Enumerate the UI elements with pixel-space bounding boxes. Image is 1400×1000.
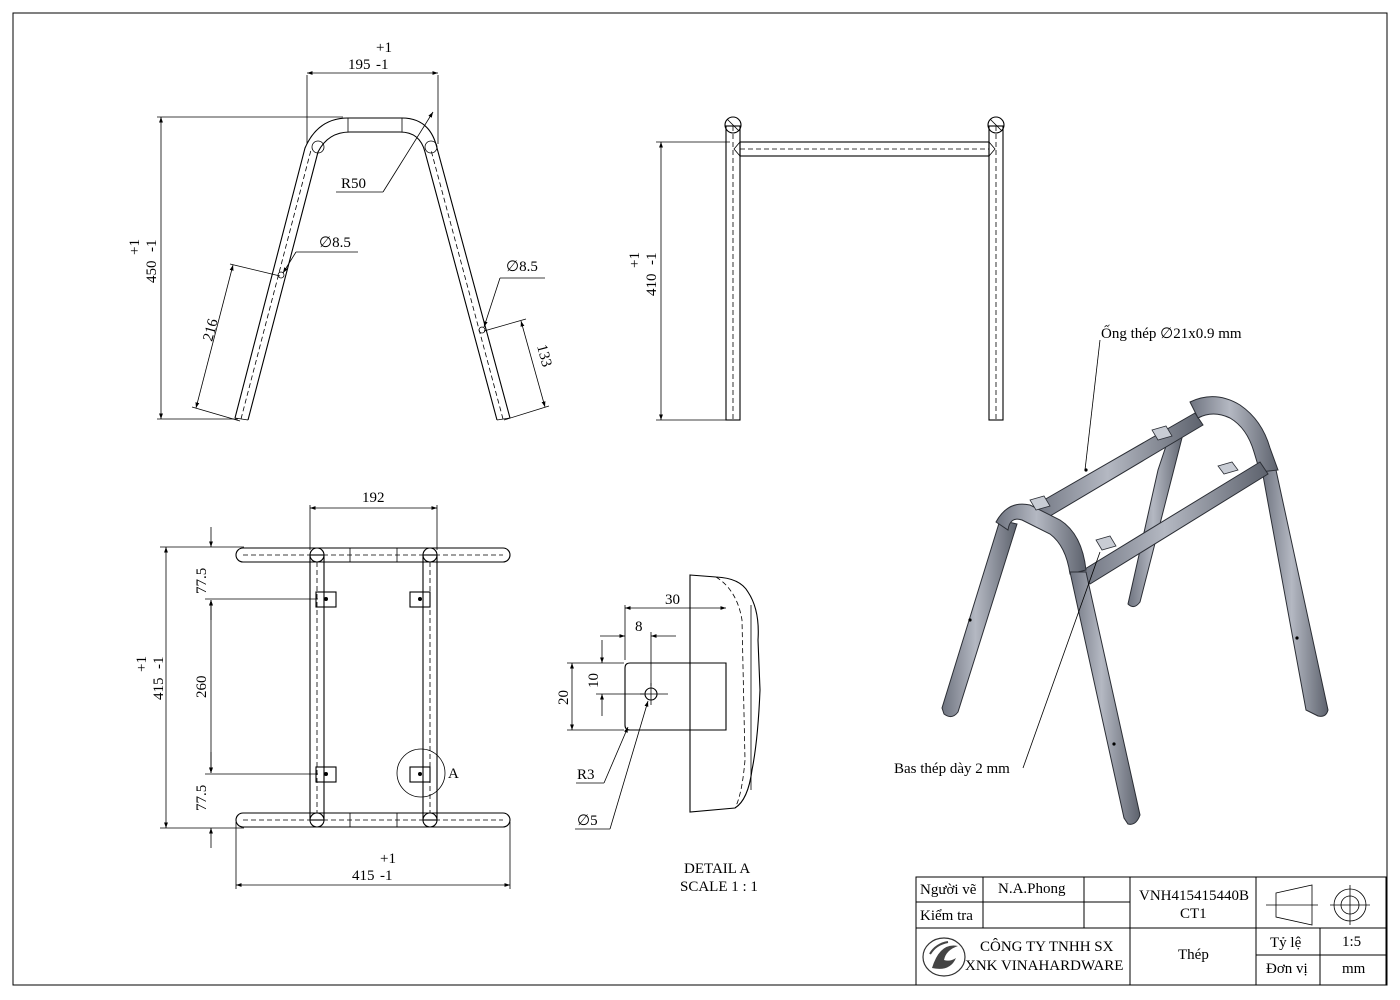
iso-tube-callout: Ống thép ∅21x0.9 mm bbox=[1101, 324, 1242, 342]
side-height-lower-tol: -1 bbox=[644, 253, 660, 266]
checked-label: Kiểm tra bbox=[920, 908, 973, 924]
detail-a-marker-label[interactable]: A bbox=[448, 766, 459, 782]
front-height-lower-tol: -1 bbox=[144, 240, 160, 253]
iso-plate-callout: Bas thép dày 2 mm bbox=[894, 761, 1010, 777]
company-name-line1: CÔNG TY TNHH SX bbox=[980, 938, 1114, 955]
scale-label: Tỷ lệ bbox=[1270, 935, 1302, 951]
sheet-border bbox=[12, 12, 1388, 986]
top-length-lower-tol: -1 bbox=[380, 868, 393, 884]
front-height-value: 450 bbox=[144, 261, 160, 284]
front-width-value: 195 bbox=[348, 57, 371, 73]
front-width-lower-tol: -1 bbox=[376, 57, 389, 73]
front-bend-radius: R50 bbox=[341, 176, 366, 192]
material: Thép bbox=[1178, 947, 1209, 963]
top-inner-width: 192 bbox=[362, 490, 385, 506]
unit-value: mm bbox=[1342, 961, 1366, 977]
scale-value: 1:5 bbox=[1342, 934, 1361, 950]
top-length-upper-tol: +1 bbox=[380, 851, 396, 867]
front-width-upper-tol: +1 bbox=[376, 40, 392, 56]
detail-a-view: 30 8 20 10 R3 ∅5 DETAIL A SCALE 1 : 1 bbox=[556, 574, 761, 895]
detail-hole: ∅5 bbox=[577, 813, 598, 829]
top-view: A 192 +1 415 -1 77.5 260 77.5 +1 415 -1 bbox=[134, 490, 511, 889]
top-length-value: 415 bbox=[352, 868, 375, 884]
top-depth-lower-tol: -1 bbox=[151, 657, 167, 670]
part-sub: CT1 bbox=[1180, 906, 1207, 922]
detail-dim-8: 8 bbox=[635, 619, 643, 635]
front-view: +1 195 -1 +1 450 -1 R50 ∅8.5 ∅8.5 216 13… bbox=[127, 40, 554, 422]
projection-symbol-icon bbox=[1266, 884, 1370, 926]
detail-dim-30: 30 bbox=[665, 592, 680, 608]
isometric-view: Ống thép ∅21x0.9 mm Bas thép dày 2 mm bbox=[894, 324, 1329, 825]
top-edge-spacing-top: 77.5 bbox=[194, 568, 210, 594]
top-middle-spacing: 260 bbox=[194, 676, 210, 699]
company-logo-icon bbox=[922, 937, 966, 977]
top-edge-spacing-bottom: 77.5 bbox=[194, 785, 210, 811]
front-hole-left-height: 216 bbox=[200, 317, 221, 343]
side-height-upper-tol: +1 bbox=[627, 252, 643, 268]
detail-scale: SCALE 1 : 1 bbox=[680, 879, 758, 895]
top-depth-value: 415 bbox=[151, 678, 167, 701]
top-depth-upper-tol: +1 bbox=[134, 656, 150, 672]
side-view: +1 410 -1 bbox=[627, 116, 1005, 421]
drawn-by-name: N.A.Phong bbox=[998, 881, 1066, 897]
detail-a-marker-circle[interactable] bbox=[396, 748, 446, 798]
front-height-upper-tol: +1 bbox=[127, 239, 143, 255]
detail-dim-10: 10 bbox=[586, 673, 602, 688]
detail-dim-20: 20 bbox=[556, 690, 572, 705]
detail-radius: R3 bbox=[577, 767, 595, 783]
detail-title: DETAIL A bbox=[684, 861, 750, 877]
title-block: Người vẽ N.A.Phong Kiểm tra VNH415415440… bbox=[915, 876, 1387, 986]
part-code: VNH415415440B bbox=[1139, 888, 1249, 904]
company-name-line2: XNK VINAHARDWARE bbox=[965, 958, 1123, 974]
unit-label: Đơn vị bbox=[1266, 961, 1308, 977]
front-hole-left: ∅8.5 bbox=[319, 235, 351, 251]
drawn-by-label: Người vẽ bbox=[920, 882, 977, 898]
front-hole-right: ∅8.5 bbox=[506, 259, 538, 275]
side-height-value: 410 bbox=[644, 274, 660, 297]
front-hole-right-height: 133 bbox=[533, 343, 554, 369]
